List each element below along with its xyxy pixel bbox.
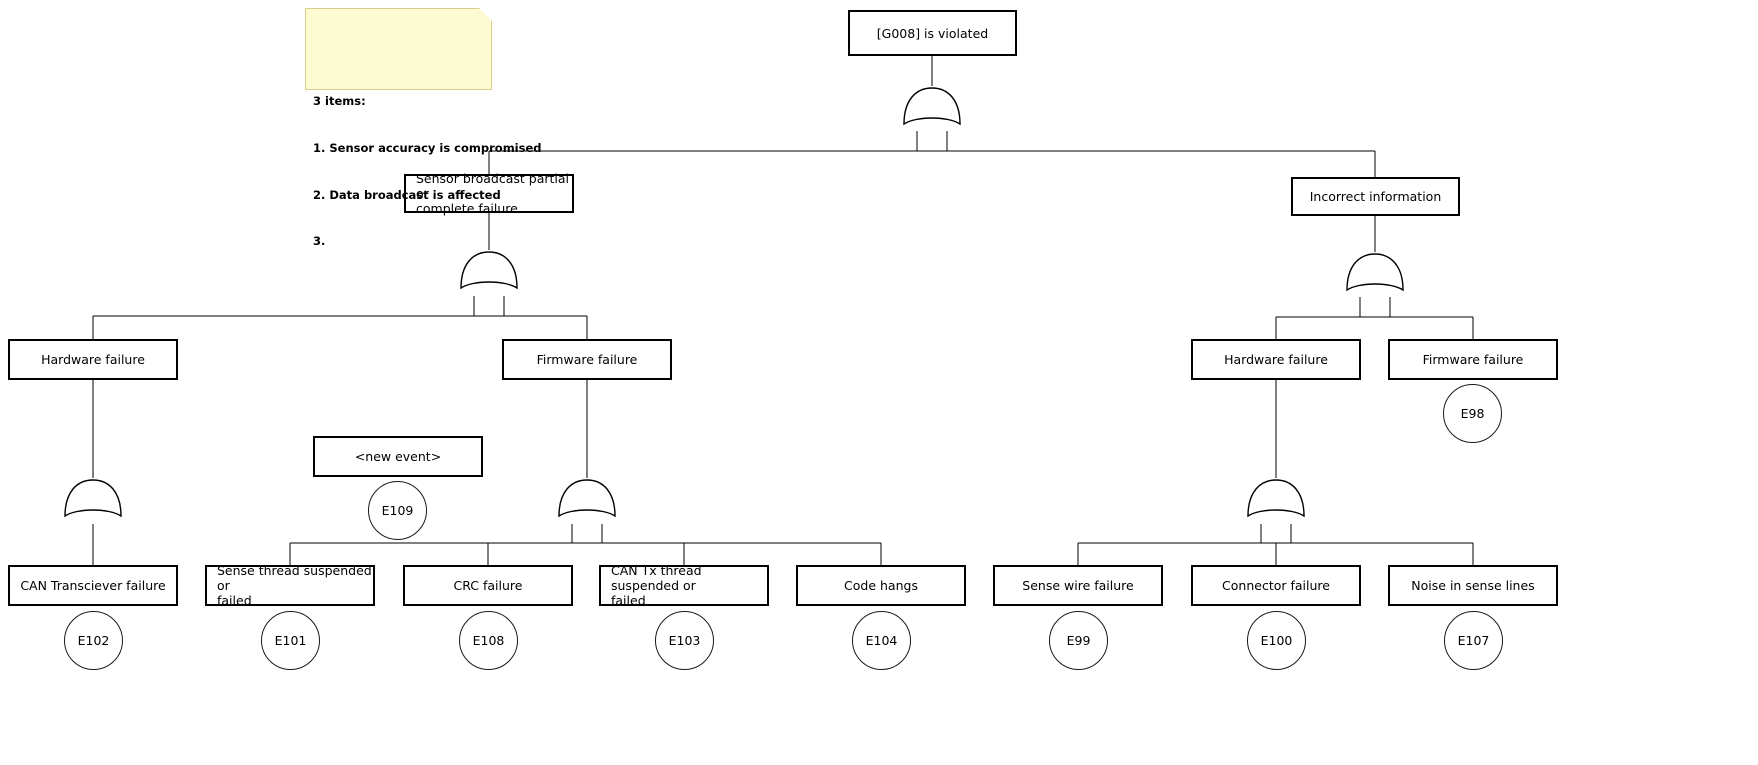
node-new-event[interactable]: <new event> xyxy=(313,436,483,477)
node-sense-wire-failure[interactable]: Sense wire failure xyxy=(993,565,1163,606)
gate-or-hardware-left[interactable] xyxy=(63,478,123,524)
node-can-tx-thread-suspended[interactable]: CAN Tx thread suspended or failed xyxy=(599,563,769,608)
node-sense-thread-suspended[interactable]: Sense thread suspended or failed xyxy=(205,563,375,608)
node-crc-failure[interactable]: CRC failure xyxy=(403,565,573,606)
event-e109[interactable]: E109 xyxy=(368,481,427,540)
node-firmware-failure-left[interactable]: Firmware failure xyxy=(502,339,672,380)
event-e103[interactable]: E103 xyxy=(655,611,714,670)
event-e100[interactable]: E100 xyxy=(1247,611,1306,670)
node-hardware-failure-right[interactable]: Hardware failure xyxy=(1191,339,1361,380)
gate-or-hardware-right[interactable] xyxy=(1246,478,1306,524)
note-fold-icon xyxy=(479,8,492,21)
node-code-hangs[interactable]: Code hangs xyxy=(796,565,966,606)
gate-or-root[interactable] xyxy=(902,86,962,132)
node-can-transciever-failure[interactable]: CAN Transciever failure xyxy=(8,565,178,606)
event-e99[interactable]: E99 xyxy=(1049,611,1108,670)
node-sensor-broadcast-failure[interactable]: Sensor broadcast partial or complete fai… xyxy=(404,171,574,216)
node-noise-in-sense-lines[interactable]: Noise in sense lines xyxy=(1388,565,1558,606)
event-e102[interactable]: E102 xyxy=(64,611,123,670)
node-firmware-failure-right[interactable]: Firmware failure xyxy=(1388,339,1558,380)
node-connector-failure[interactable]: Connector failure xyxy=(1191,565,1361,606)
event-e108[interactable]: E108 xyxy=(459,611,518,670)
event-e98[interactable]: E98 xyxy=(1443,384,1502,443)
note-line-3: 2. Data broadcast is affected xyxy=(313,187,501,202)
node-incorrect-information[interactable]: Incorrect information xyxy=(1291,177,1460,216)
node-root-g008[interactable]: [G008] is violated xyxy=(848,10,1017,56)
gate-or-firmware-left[interactable] xyxy=(557,478,617,524)
node-hardware-failure-left[interactable]: Hardware failure xyxy=(8,339,178,380)
gate-or-sensor-broadcast[interactable] xyxy=(459,250,519,296)
event-e107[interactable]: E107 xyxy=(1444,611,1503,670)
event-e101[interactable]: E101 xyxy=(261,611,320,670)
event-e104[interactable]: E104 xyxy=(852,611,911,670)
gate-or-incorrect-information[interactable] xyxy=(1345,252,1405,298)
note-line-4: 3. xyxy=(313,234,326,249)
note-line-2: 1. Sensor accuracy is compromised xyxy=(313,140,542,155)
note-line-1: 3 items: xyxy=(313,93,366,108)
sticky-note[interactable]: 3 items: 1. Sensor accuracy is compromis… xyxy=(305,8,542,248)
